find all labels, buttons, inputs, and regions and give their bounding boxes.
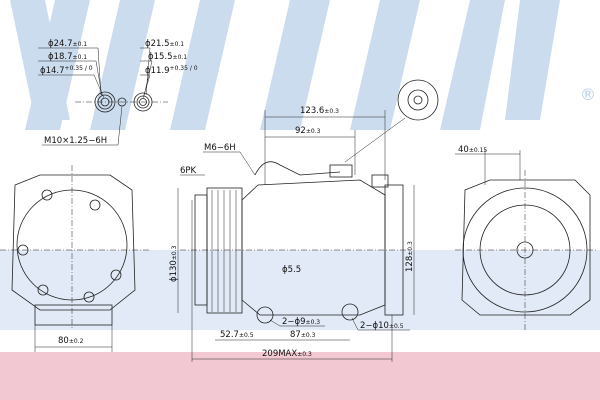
- svg-text:123.6±0.3: 123.6±0.3: [300, 106, 339, 116]
- svg-text:ϕ21.5±0.1: ϕ21.5±0.1: [145, 39, 184, 49]
- svg-text:M6−6H: M6−6H: [204, 143, 236, 153]
- svg-text:ϕ11.9+0.35 / 0: ϕ11.9+0.35 / 0: [145, 65, 198, 76]
- svg-text:ϕ130±0.3: ϕ130±0.3: [169, 245, 179, 282]
- svg-text:ϕ15.5±0.1: ϕ15.5±0.1: [148, 52, 187, 62]
- svg-text:2−ϕ10±0.5: 2−ϕ10±0.5: [360, 321, 404, 331]
- svg-text:M10×1.25−6H: M10×1.25−6H: [44, 136, 107, 146]
- svg-text:128±0.3: 128±0.3: [405, 241, 415, 272]
- svg-text:92±0.3: 92±0.3: [295, 126, 321, 136]
- svg-text:ϕ18.7±0.1: ϕ18.7±0.1: [48, 52, 87, 62]
- svg-text:40±0.15: 40±0.15: [458, 145, 487, 155]
- svg-text:ϕ24.7±0.1: ϕ24.7±0.1: [48, 39, 87, 49]
- registered-mark: ®: [580, 85, 596, 104]
- fitting-view: ϕ24.7±0.1 ϕ18.7±0.1 ϕ14.7+0.35 / 0 ϕ21.5…: [38, 39, 198, 146]
- watermark-band: [0, 352, 600, 400]
- svg-text:ϕ5.5: ϕ5.5: [282, 265, 301, 275]
- svg-text:2−ϕ9±0.3: 2−ϕ9±0.3: [282, 317, 320, 327]
- svg-text:ϕ14.7+0.35 / 0: ϕ14.7+0.35 / 0: [40, 65, 93, 76]
- svg-text:209MAX±0.3: 209MAX±0.3: [262, 349, 312, 359]
- svg-text:52.7±0.5: 52.7±0.5: [220, 330, 254, 340]
- side-view: 6PK M6−6H 123.6±0.3 92±0.3 ϕ130±0.3 ϕ5.5…: [169, 79, 439, 362]
- svg-text:6PK: 6PK: [180, 166, 197, 176]
- svg-text:80±0.2: 80±0.2: [58, 336, 84, 346]
- watermark-logo: [0, 0, 600, 330]
- svg-text:87±0.3: 87±0.3: [290, 330, 316, 340]
- rear-view: 40±0.15: [455, 145, 598, 330]
- front-view: 80±0.2: [0, 165, 150, 352]
- connector-detail: [344, 79, 439, 163]
